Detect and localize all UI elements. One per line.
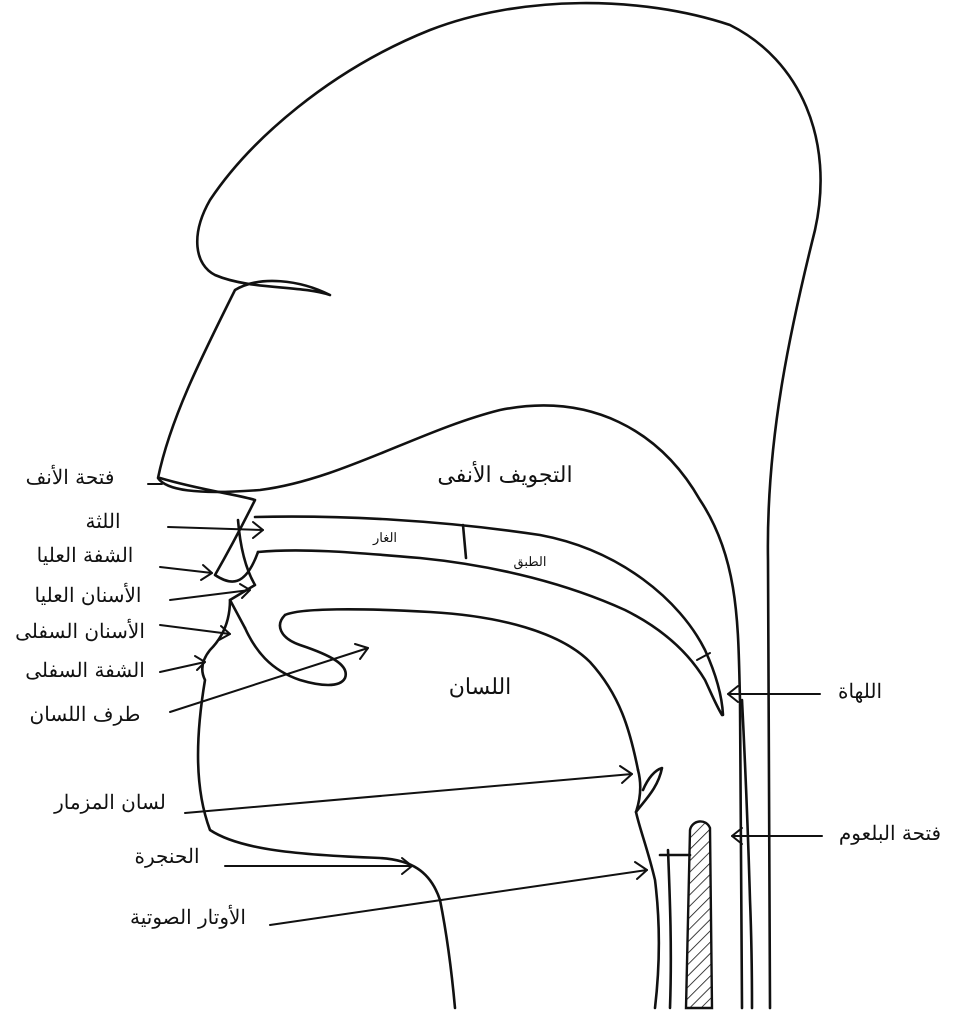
label-larynx: الحنجرة [134,844,199,868]
label-vocal-cords: الأوتار الصوتية [130,904,246,929]
arrow-epiglottis [185,766,632,813]
head-profile-outline [158,3,821,1008]
label-lower-teeth: الأسنان السفلى [15,618,145,643]
label-uvula: اللهاة [838,679,882,703]
label-tongue-tip: طرف اللسان [30,702,141,726]
palate-divider [463,525,466,558]
label-tongue: اللسان [449,675,512,700]
arrow-vocal-cords [270,862,647,925]
label-pharynx-opening: فتحة البلعوم [839,821,941,845]
throat-front-wall [636,812,659,1008]
upper-teeth-outline [230,520,255,628]
label-alveolar-ridge: اللثة [85,509,120,533]
pharynx-back-outline [742,700,752,1008]
label-upper-lip: الشفة العليا [37,543,134,567]
label-epiglottis: لسان المزمار [53,790,166,814]
label-soft-palate: الطبق [513,555,546,570]
lower-lip-outline [245,615,346,685]
label-nostril: فتحة الأنف [26,464,115,489]
throat-back-wall [668,850,671,1008]
arrow-pharynx-opening [732,828,822,844]
epiglottis-outline [636,768,662,812]
arrow-larynx [225,858,412,874]
arrow-tongue-tip [170,644,368,712]
arrow-upper-lip [160,565,212,580]
arrow-upper-teeth [170,584,250,600]
label-upper-teeth: الأسنان العليا [35,582,142,607]
label-nasal-cavity: التجويف الأنفى [437,460,572,488]
label-hard-palate: الغار [372,531,397,546]
label-lower-lip: الشفة السفلى [25,658,145,682]
esophagus-hatched [686,821,712,1008]
arrow-alveolar-ridge [168,522,263,538]
arrow-lower-lip [160,656,205,672]
